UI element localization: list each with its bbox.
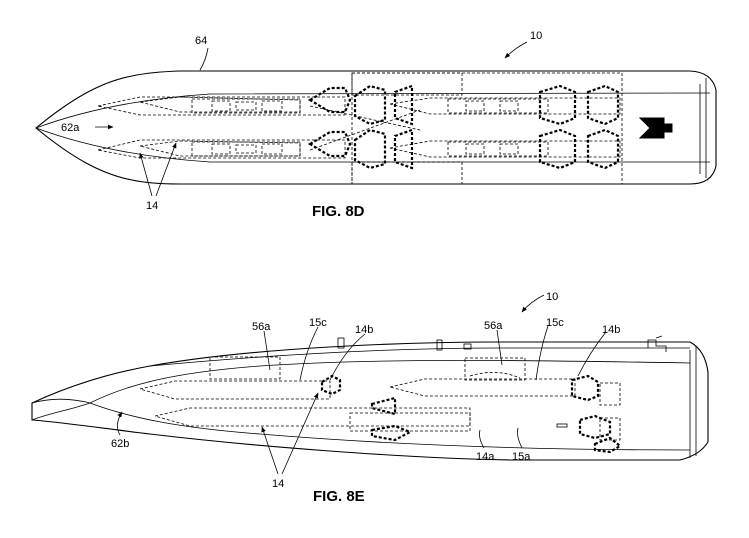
leaders-8e <box>117 294 607 475</box>
ref-label-62b: 62b <box>111 438 129 450</box>
hull-outline-8d <box>35 70 717 185</box>
weapon-bays-lower-8d <box>97 139 621 159</box>
ref-label-15c-left: 15c <box>309 317 327 329</box>
figure-caption: FIG. 8E <box>313 488 365 505</box>
deck-fittings-8e <box>337 335 667 352</box>
ref-label-64: 64 <box>195 35 207 47</box>
ref-label-62a: 62a <box>61 122 80 134</box>
ref-label-10-8e: 10 <box>546 291 558 303</box>
stern-fin-8d <box>638 117 673 139</box>
central-modules-8d <box>307 72 623 185</box>
figure-8e: 10 56a 15c 14b 56a 15c 14b 62b 14 14a 15… <box>31 291 709 505</box>
ref-label-15a: 15a <box>512 451 531 463</box>
leaders-8d <box>95 41 528 197</box>
hull-outline-8e <box>31 341 709 461</box>
ref-label-14: 14 <box>146 200 158 212</box>
ref-label-14a: 14a <box>476 451 495 463</box>
weapon-bays-upper-8d <box>97 96 621 116</box>
figure-caption: FIG. 8D <box>312 203 365 220</box>
ref-label-14b-left: 14b <box>355 324 373 336</box>
ref-label-14b-right: 14b <box>602 324 620 336</box>
ref-label-56a-left: 56a <box>252 321 271 333</box>
weapon-bays-8e <box>139 356 622 454</box>
ref-label-56a-right: 56a <box>484 320 503 332</box>
ref-label-14-8e: 14 <box>272 478 284 490</box>
ref-label-15c-right: 15c <box>546 317 564 329</box>
figure-8d: 64 10 62a 14 FIG. 8D <box>35 30 717 220</box>
ref-label-10: 10 <box>530 30 542 42</box>
